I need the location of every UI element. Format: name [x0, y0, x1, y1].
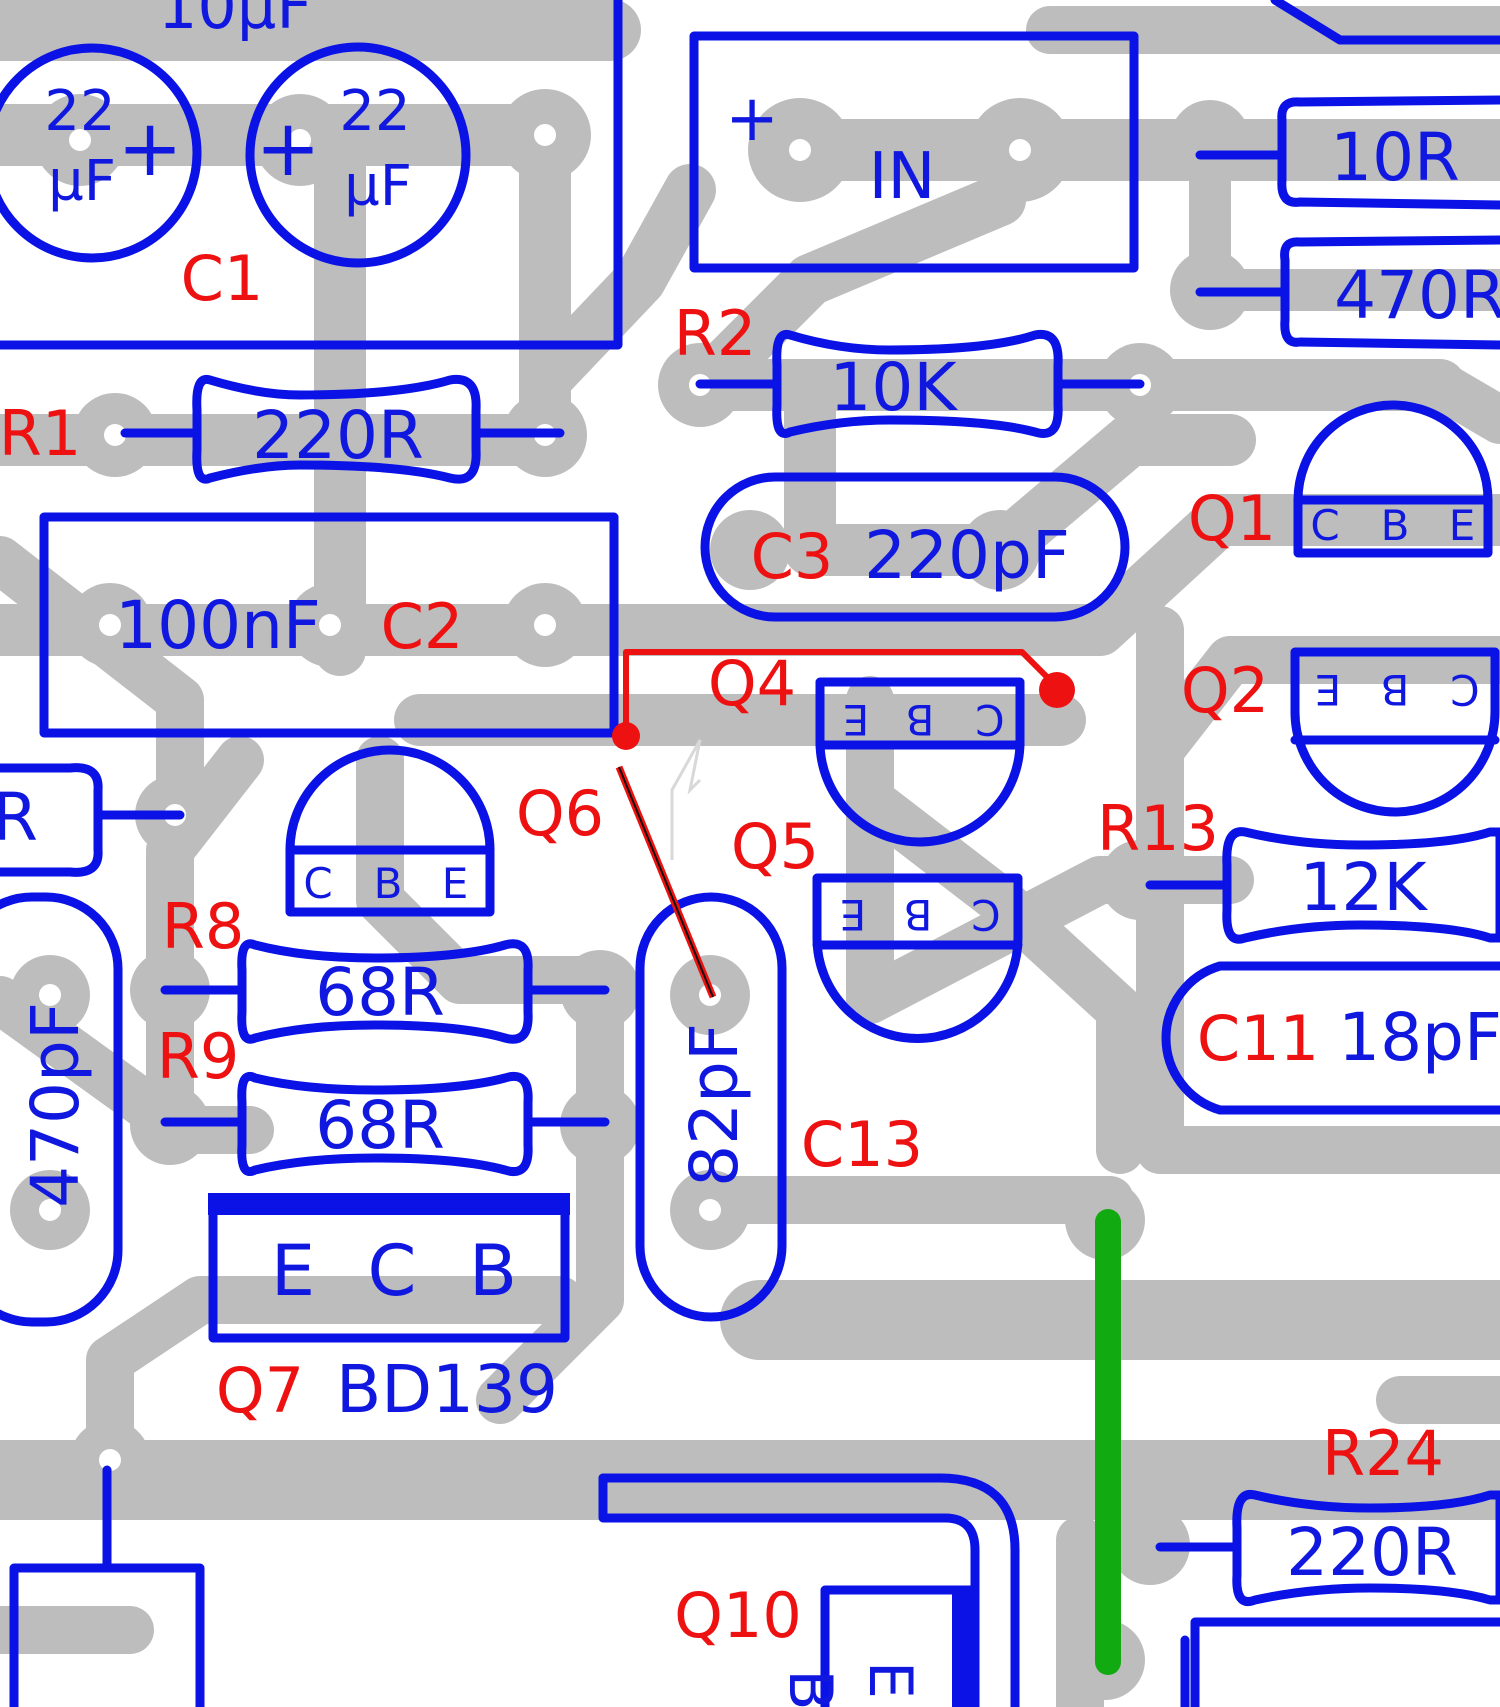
input-label: IN [869, 140, 936, 214]
q7-ref-label: Q7 [216, 1354, 304, 1427]
q1-outline [1293, 400, 1493, 558]
c1-cap-a-plus: + [117, 104, 182, 194]
q1-ref-label: Q1 [1188, 482, 1276, 555]
c-left-value: 470pF [17, 1002, 94, 1208]
c13-outline [635, 892, 787, 1322]
r1-ref-label: R1 [0, 397, 81, 470]
r13-value: 12K [1299, 849, 1428, 926]
r1-outline [192, 374, 481, 484]
q6-pin-c: C [303, 859, 332, 908]
c3-value: 220pF [864, 517, 1070, 594]
q1-pin-e: E [1449, 501, 1476, 550]
c2-outline [39, 512, 619, 738]
r-left-value: R [0, 779, 38, 856]
r1-value: 220R [252, 397, 424, 474]
q10-pin-b: B [775, 1669, 845, 1707]
cursor-outline [670, 739, 702, 860]
c2-ref-label: C2 [381, 590, 464, 663]
r9-ref-label: R9 [157, 1020, 240, 1093]
q7-pin-e: E [271, 1230, 315, 1312]
q1-pin-c: C [1310, 501, 1339, 550]
q4-pin-c: C [975, 695, 1004, 744]
q7-pin-b: B [469, 1230, 517, 1312]
c-left-outline [0, 892, 123, 1327]
top-corner-outline [1270, 0, 1500, 45]
q7-part-number: BD139 [336, 1351, 558, 1428]
r-10r-value: 10R [1330, 119, 1460, 196]
c1-cap-a-outline [0, 43, 202, 263]
q4-pin-e: E [843, 695, 870, 744]
c2-value: 100nF [115, 587, 321, 664]
q4-ref-label: Q4 [708, 647, 796, 720]
r-left-outline [0, 763, 103, 877]
c1-cap-a-unit: µF [48, 149, 116, 214]
q10-heatsink-outline [598, 1473, 1020, 1707]
r9-outline [237, 1072, 533, 1176]
red-wire-junction-dot [612, 722, 640, 750]
red-wire-end-dot [1039, 672, 1075, 708]
q2-pin-b: B [1381, 665, 1410, 714]
c1-outline [0, 0, 623, 350]
c13-value: 82pF [676, 1023, 753, 1187]
q2-outline [1290, 647, 1500, 817]
q7-pin-c: C [368, 1230, 417, 1312]
q2-ref-label: Q2 [1181, 654, 1269, 727]
q2-pin-c: C [1450, 665, 1479, 714]
c11-ref-label: C11 [1197, 1002, 1319, 1075]
r13-outline [1222, 827, 1500, 944]
c1-cap-b-unit: µF [344, 154, 412, 219]
r-470r-value: 470R [1334, 257, 1500, 334]
q7-tab [208, 1193, 570, 1215]
c11-value: 18pF [1338, 999, 1500, 1076]
bottom-right-box-outline [1190, 1617, 1500, 1707]
c13-ref-label: C13 [801, 1108, 923, 1181]
r-10r-outline [1277, 95, 1500, 210]
q1-pin-b: B [1381, 501, 1410, 550]
q6-ref-label: Q6 [516, 777, 604, 850]
r8-outline [237, 939, 533, 1044]
input-connector-outline [689, 31, 1139, 273]
q5-ref-label: Q5 [731, 810, 819, 883]
c1-value-label: 10µF [158, 0, 312, 43]
c1-ref-label: C1 [181, 242, 264, 315]
c1-cap-b-outline [245, 42, 471, 268]
q5-outline [812, 873, 1023, 1043]
q5-pin-b: B [904, 890, 933, 939]
q5-pin-e: E [840, 890, 867, 939]
r2-outline [772, 329, 1063, 438]
r24-value: 220R [1286, 1514, 1458, 1591]
r9-value: 68R [315, 1087, 445, 1164]
c3-outline [700, 472, 1130, 622]
q10-ref-label: Q10 [674, 1579, 802, 1652]
c1-cap-b-plus: + [255, 104, 320, 194]
r24-outline [1232, 1489, 1500, 1606]
q2-pin-e: E [1315, 665, 1342, 714]
q6-outline [285, 745, 495, 917]
r8-ref-label: R8 [162, 890, 245, 963]
input-plus: + [725, 82, 779, 156]
c3-ref-label: C3 [751, 520, 834, 593]
r2-value: 10K [829, 349, 958, 426]
r24-ref-label: R24 [1322, 1417, 1444, 1490]
q6-pin-b: B [374, 859, 403, 908]
q4-outline [815, 677, 1025, 847]
r2-ref-label: R2 [674, 297, 757, 370]
wires [612, 649, 1121, 1675]
q10-pin-e: E [855, 1661, 925, 1699]
red-wire [623, 649, 1053, 736]
r8-value: 68R [315, 954, 445, 1031]
q6-pin-e: E [442, 859, 469, 908]
c1-cap-a-value: 22 [44, 79, 115, 144]
c1-cap-b-value: 22 [339, 79, 410, 144]
q5-pin-c: C [971, 890, 1000, 939]
q4-pin-b: B [906, 695, 935, 744]
r13-ref-label: R13 [1097, 792, 1219, 865]
pads [10, 89, 1250, 1700]
c11-outline [1161, 961, 1500, 1115]
